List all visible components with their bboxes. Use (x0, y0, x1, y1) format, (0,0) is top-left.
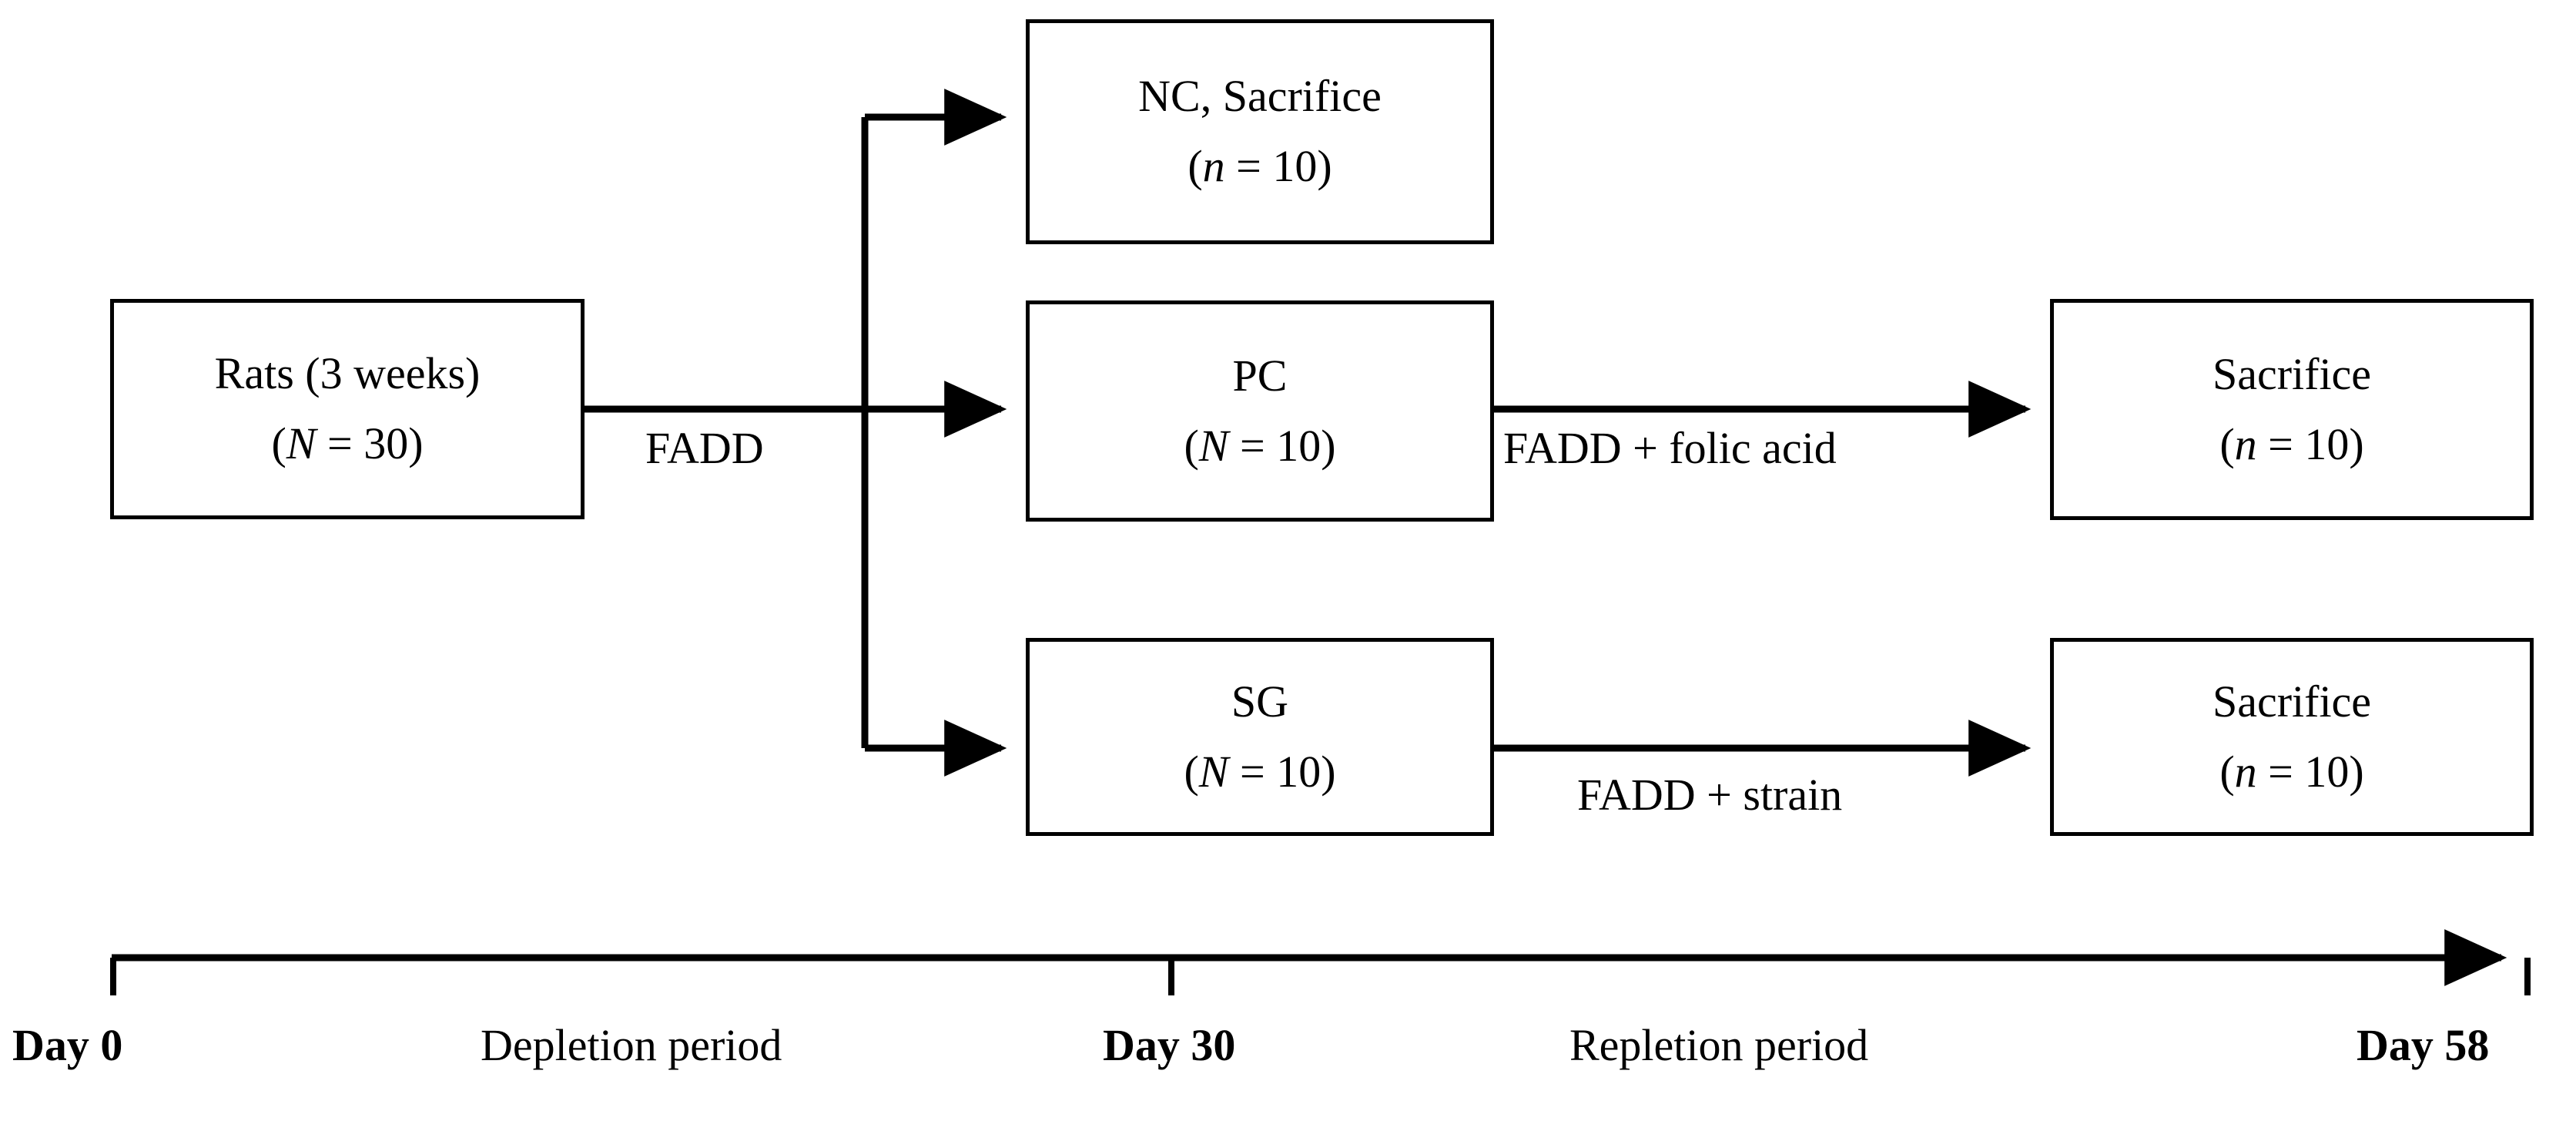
timeline-label-day0: Day 0 (12, 1020, 123, 1070)
node-pc-line1: PC (1232, 350, 1288, 401)
node-rats[interactable]: Rats (3 weeks) (N = 30) (110, 299, 585, 519)
node-rats-line1: Rats (3 weeks) (214, 348, 481, 399)
edge-label-fadd-strain: FADD + strain (1577, 770, 1843, 820)
node-nc-line2: (n = 10) (1188, 141, 1332, 191)
node-sg[interactable]: SG (N = 10) (1026, 638, 1494, 836)
node-nc-line1: NC, Sacrifice (1138, 71, 1382, 122)
edge-label-fadd-folic-acid: FADD + folic acid (1503, 423, 1837, 473)
node-sg-line1: SG (1231, 676, 1289, 727)
node-nc[interactable]: NC, Sacrifice (n = 10) (1026, 19, 1494, 244)
node-sacrifice-pc[interactable]: Sacrifice (n = 10) (2050, 299, 2534, 520)
node-sacrifice-pc-line2: (n = 10) (2219, 418, 2364, 469)
node-sacrifice-sg-line2: (n = 10) (2219, 746, 2364, 797)
timeline-label-day58: Day 58 (2357, 1020, 2490, 1070)
node-pc-line2: (N = 10) (1184, 420, 1336, 471)
node-sacrifice-pc-line1: Sacrifice (2212, 348, 2372, 399)
node-sg-line2: (N = 10) (1184, 746, 1336, 797)
timeline-label-day30: Day 30 (1103, 1020, 1236, 1070)
node-sacrifice-sg-line1: Sacrifice (2212, 676, 2372, 727)
timeline-label-repletion-period: Repletion period (1569, 1020, 1869, 1070)
node-sacrifice-sg[interactable]: Sacrifice (n = 10) (2050, 638, 2534, 836)
node-rats-line2: (N = 30) (271, 418, 424, 468)
timeline-label-depletion-period: Depletion period (481, 1020, 782, 1070)
node-pc[interactable]: PC (N = 10) (1026, 300, 1494, 522)
edge-label-fadd: FADD (645, 423, 764, 473)
